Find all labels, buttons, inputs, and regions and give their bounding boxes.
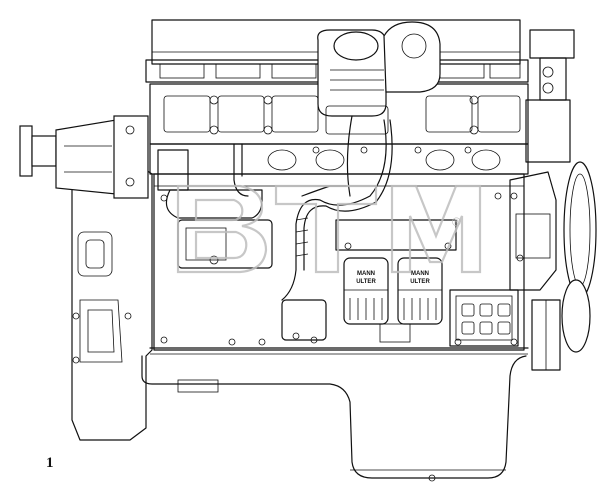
filter-1-model: ULTER bbox=[356, 279, 376, 285]
flywheel-housing bbox=[71, 169, 153, 441]
oil-cooler bbox=[449, 289, 519, 347]
filter-1-brand: MANN bbox=[357, 271, 375, 277]
watermark: ® bbox=[176, 184, 482, 274]
fuel-filters: MANN ULTER MANN ULTER bbox=[335, 219, 457, 343]
figure-number: 1 bbox=[46, 455, 54, 471]
exhaust-manifold bbox=[149, 143, 529, 175]
compressor bbox=[157, 143, 273, 269]
turbocharger bbox=[317, 21, 441, 135]
oil-pan bbox=[141, 355, 527, 482]
filter-2-model: ULTER bbox=[410, 279, 430, 285]
fasteners bbox=[160, 192, 524, 346]
fuel-pump bbox=[281, 299, 327, 344]
drive-flange bbox=[19, 115, 149, 199]
watermark-registered-mark: ® bbox=[452, 215, 461, 229]
front-accessories bbox=[509, 29, 597, 371]
filter-2-brand: MANN bbox=[411, 271, 429, 277]
